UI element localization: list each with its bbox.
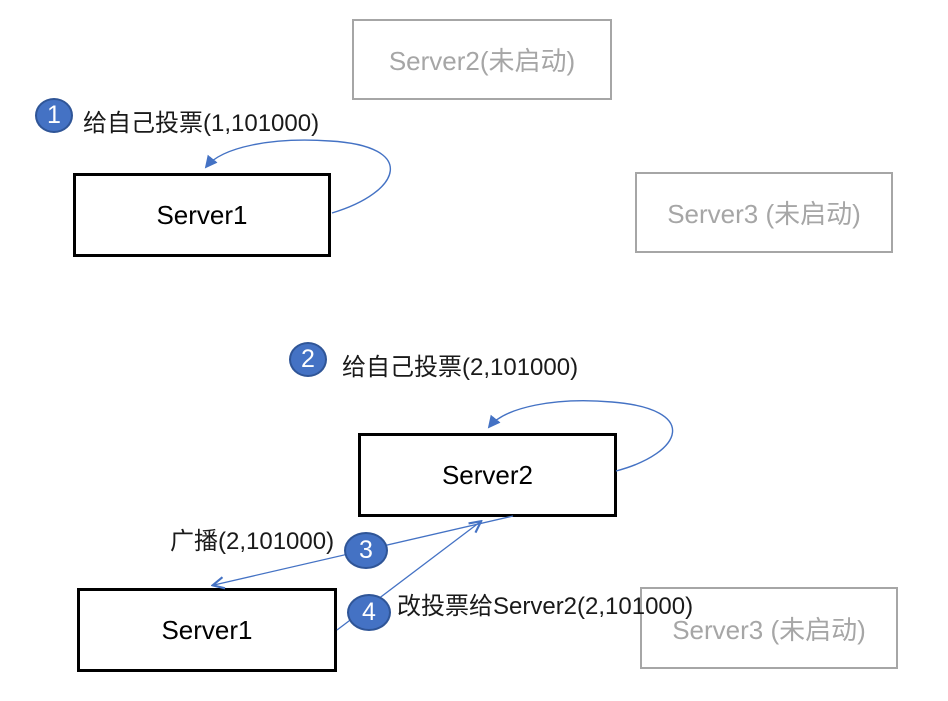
phase1-server1-box: Server1 (73, 173, 331, 257)
phase1-server1-label: Server1 (156, 199, 248, 230)
phase2-server2-box: Server2 (358, 433, 617, 517)
phase2-server3-inactive-box: Server3 (未启动) (640, 587, 898, 669)
step-1-annotation: 给自己投票(1,101000) (83, 110, 320, 137)
step-2-badge: 2 (289, 342, 327, 377)
phase1-server2-inactive-label: Server2(未启动) (388, 46, 576, 76)
phase2-server3-inactive-label: Server3 (未启动) (672, 614, 866, 645)
step-3-number: 3 (359, 536, 373, 564)
phase1-server3-inactive-box: Server3 (未启动) (635, 172, 893, 253)
step-1-number: 1 (47, 101, 61, 129)
step-4-annotation: 改投票给Server2(2,101000) (397, 593, 694, 620)
phase2-server1-box: Server1 (77, 588, 337, 672)
phase2-server2-label: Server2 (441, 459, 534, 490)
step-3-badge: 3 (344, 532, 388, 569)
step-4-badge: 4 (347, 594, 391, 631)
phase2-server1-label: Server1 (161, 614, 253, 645)
step-1-badge: 1 (35, 98, 73, 133)
step-4-number: 4 (362, 598, 376, 626)
phase1-server3-inactive-label: Server3 (未启动) (667, 199, 861, 229)
step-3-annotation: 广播(2,101000) (170, 528, 335, 555)
step-2-number: 2 (301, 345, 315, 373)
phase1-server2-inactive-box: Server2(未启动) (352, 19, 612, 100)
step-2-annotation: 给自己投票(2,101000) (342, 354, 579, 381)
